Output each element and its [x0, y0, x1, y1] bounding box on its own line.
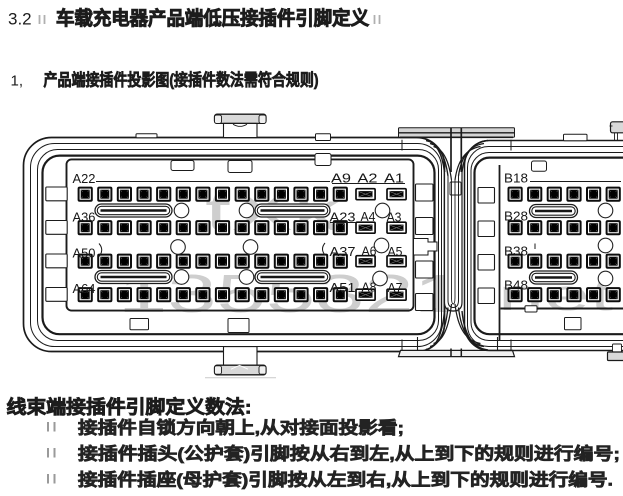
svg-text:A2: A2: [358, 172, 378, 186]
svg-text:A22: A22: [73, 172, 96, 186]
svg-text:A8: A8: [362, 281, 377, 295]
svg-text:A36: A36: [73, 211, 96, 225]
svg-text:B18: B18: [504, 172, 528, 186]
svg-text:车载充电器产品端低压接插件引脚定义: 车载充电器产品端低压接插件引脚定义: [56, 7, 369, 30]
svg-text:产品端接插件投影图(接插件数法需符合规则): 产品端接插件投影图(接插件数法需符合规则): [44, 70, 319, 90]
svg-text:A4: A4: [361, 210, 376, 224]
svg-text:接插件插座(母护套)引脚按从左到右,从上到下的规则进行编号.: 接插件插座(母护套)引脚按从左到右,从上到下的规则进行编号.: [78, 470, 613, 490]
svg-text:线束端接插件引脚定义数法:: 线束端接插件引脚定义数法:: [7, 397, 252, 418]
svg-text:A9: A9: [331, 172, 351, 186]
svg-text:接插件自锁方向朝上,从对接面投影看;: 接插件自锁方向朝上,从对接面投影看;: [78, 418, 404, 438]
svg-text:A64: A64: [73, 282, 96, 296]
svg-text:A23: A23: [330, 211, 356, 225]
svg-text:3.2: 3.2: [8, 10, 32, 29]
svg-text:1,: 1,: [11, 73, 24, 90]
svg-text:A6: A6: [362, 245, 377, 259]
svg-text:A5: A5: [388, 245, 403, 259]
svg-text:A51: A51: [330, 281, 356, 295]
svg-text:A50: A50: [73, 247, 96, 261]
svg-text:A3: A3: [387, 211, 402, 225]
svg-text:B28: B28: [504, 210, 528, 224]
svg-text:A37: A37: [330, 245, 356, 259]
svg-text:A1: A1: [384, 172, 404, 186]
svg-text:A7: A7: [388, 281, 403, 295]
svg-text:B38: B38: [504, 245, 528, 259]
svg-text:B48: B48: [504, 279, 528, 293]
svg-text:接插件插头(公护套)引脚按从右到左,从上到下的规则进行编号;: 接插件插头(公护套)引脚按从右到左,从上到下的规则进行编号;: [78, 444, 620, 464]
